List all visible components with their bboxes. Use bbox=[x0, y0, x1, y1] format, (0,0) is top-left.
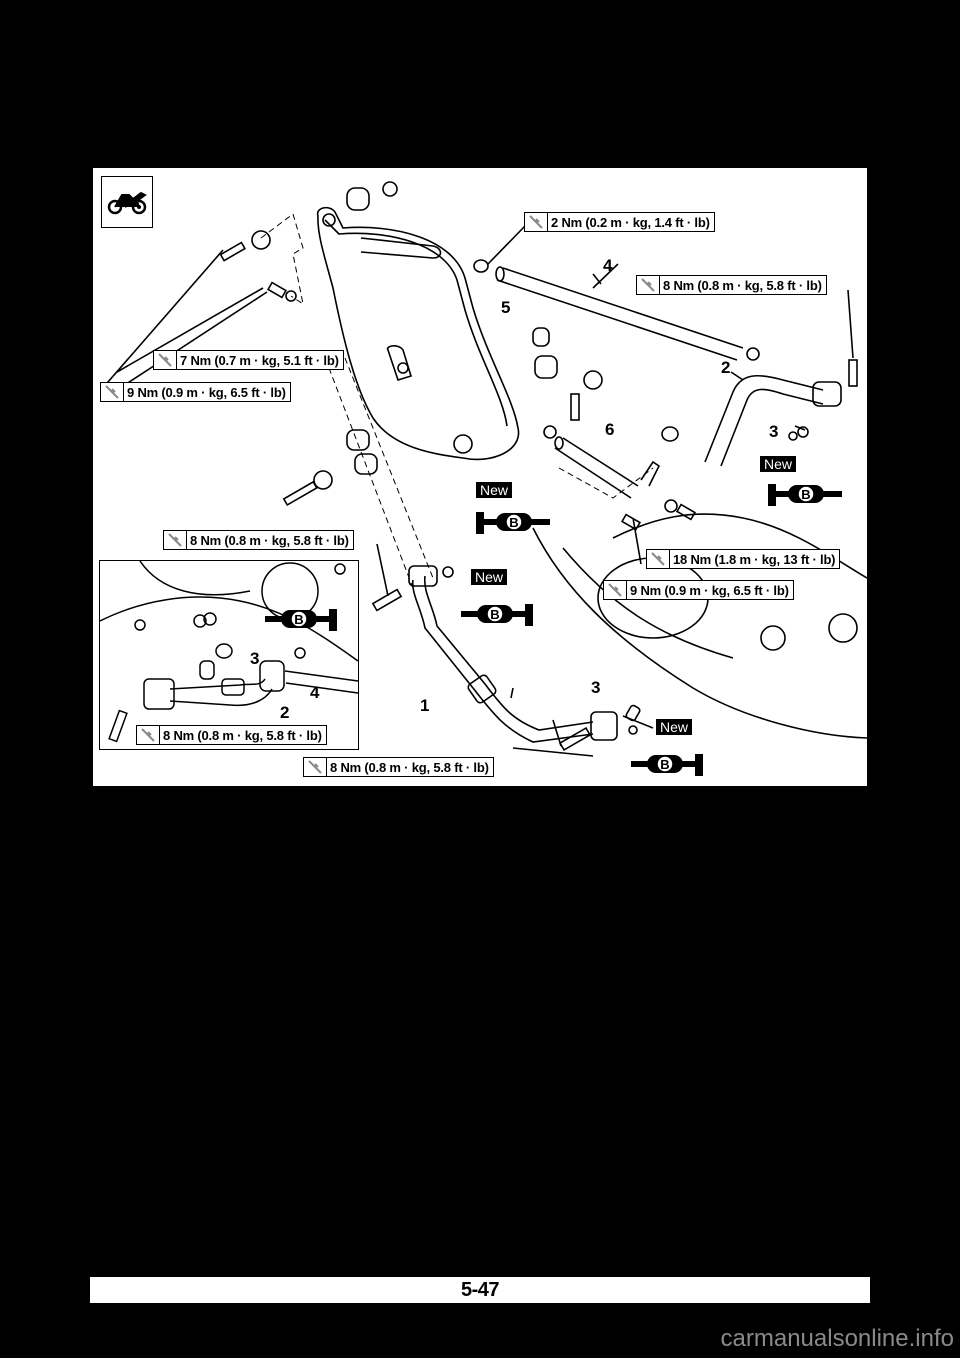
torque-value: 18 Nm (1.8 m · kg, 13 ft · lb) bbox=[673, 551, 836, 567]
svg-text:B: B bbox=[509, 515, 518, 530]
torque-value: 8 Nm (0.8 m · kg, 5.8 ft · lb) bbox=[330, 759, 489, 775]
grease-gun-icon: B bbox=[265, 609, 337, 631]
page-footer: 5-47 bbox=[90, 1277, 870, 1303]
torque-spec-inset: 8 Nm (0.8 m · kg, 5.8 ft · lb) bbox=[136, 725, 327, 745]
torque-wrench-icon bbox=[637, 276, 660, 294]
torque-spec-tank-bolt: 7 Nm (0.7 m · kg, 5.1 ft · lb) bbox=[153, 350, 344, 370]
svg-text:B: B bbox=[801, 487, 810, 502]
torque-wrench-icon bbox=[525, 213, 548, 231]
page-number: 5-47 bbox=[460, 1279, 500, 1301]
model-motorcycle-icon bbox=[101, 176, 153, 228]
torque-wrench-icon bbox=[154, 351, 177, 369]
detail-inset: B 3 4 2 8 Nm (0.8 m · kg, 5.8 ft · lb) bbox=[99, 560, 359, 750]
torque-value: 8 Nm (0.8 m · kg, 5.8 ft · lb) bbox=[163, 727, 322, 743]
torque-wrench-icon bbox=[604, 581, 627, 599]
torque-spec-cover: 9 Nm (0.9 m · kg, 6.5 ft · lb) bbox=[603, 580, 794, 600]
grease-symbol: B bbox=[461, 602, 541, 631]
grease-symbol: B bbox=[631, 752, 711, 781]
new-part-tag: New bbox=[760, 456, 797, 472]
torque-spec-drain: 18 Nm (1.8 m · kg, 13 ft · lb) bbox=[646, 549, 841, 569]
torque-wrench-icon bbox=[101, 383, 124, 401]
part-number-6: 6 bbox=[605, 420, 615, 439]
inset-drawing bbox=[100, 561, 358, 743]
torque-spec-hose-bolt: 8 Nm (0.8 m · kg, 5.8 ft · lb) bbox=[163, 530, 354, 550]
torque-wrench-icon bbox=[137, 726, 160, 744]
new-part-tag: New bbox=[476, 482, 513, 498]
svg-text:B: B bbox=[660, 757, 669, 772]
grease-symbol: B bbox=[768, 482, 848, 511]
grease-gun-icon: B bbox=[631, 754, 703, 776]
torque-wrench-icon bbox=[304, 758, 327, 776]
inset-part-number: 4 bbox=[310, 683, 320, 702]
part-number-2: 2 bbox=[721, 358, 731, 377]
inset-part-number: 3 bbox=[250, 649, 260, 668]
grease-gun-icon: B bbox=[476, 512, 550, 534]
torque-spec-tank-mount: 9 Nm (0.9 m · kg, 6.5 ft · lb) bbox=[100, 382, 291, 402]
grease-symbol: B bbox=[476, 510, 556, 539]
watermark: carmanualsonline.info bbox=[720, 1325, 954, 1352]
svg-text:B: B bbox=[490, 607, 499, 622]
grease-symbol: B bbox=[265, 607, 345, 636]
diagram-lines bbox=[100, 181, 867, 757]
part-number-1: 1 bbox=[420, 696, 430, 715]
grease-gun-icon: B bbox=[461, 604, 533, 626]
torque-value: 8 Nm (0.8 m · kg, 5.8 ft · lb) bbox=[190, 532, 349, 548]
part-number-5: 5 bbox=[501, 298, 511, 317]
part-number-3: 3 bbox=[769, 422, 779, 441]
part-number-3-lower: 3 bbox=[591, 678, 601, 697]
torque-spec-clamp: 2 Nm (0.2 m · kg, 1.4 ft · lb) bbox=[524, 212, 715, 232]
part-number-4: 4 bbox=[603, 256, 613, 275]
torque-value: 8 Nm (0.8 m · kg, 5.8 ft · lb) bbox=[663, 277, 822, 293]
torque-value: 7 Nm (0.7 m · kg, 5.1 ft · lb) bbox=[180, 352, 339, 368]
torque-wrench-icon bbox=[164, 531, 187, 549]
torque-wrench-icon bbox=[647, 550, 670, 568]
new-part-tag: New bbox=[656, 719, 693, 735]
new-part-tag: New bbox=[471, 569, 508, 585]
torque-spec-pipe-bolt: 8 Nm (0.8 m · kg, 5.8 ft · lb) bbox=[636, 275, 827, 295]
inset-part-number: 2 bbox=[280, 703, 290, 722]
exploded-diagram: 2 Nm (0.2 m · kg, 1.4 ft · lb) 8 Nm (0.8… bbox=[93, 168, 867, 786]
motorcycle-icon bbox=[107, 191, 147, 215]
torque-value: 9 Nm (0.9 m · kg, 6.5 ft · lb) bbox=[630, 582, 789, 598]
svg-text:B: B bbox=[294, 612, 303, 627]
torque-spec-hose-lower: 8 Nm (0.8 m · kg, 5.8 ft · lb) bbox=[303, 757, 494, 777]
grease-gun-icon: B bbox=[768, 484, 842, 506]
torque-value: 9 Nm (0.9 m · kg, 6.5 ft · lb) bbox=[127, 384, 286, 400]
torque-value: 2 Nm (0.2 m · kg, 1.4 ft · lb) bbox=[551, 214, 710, 230]
